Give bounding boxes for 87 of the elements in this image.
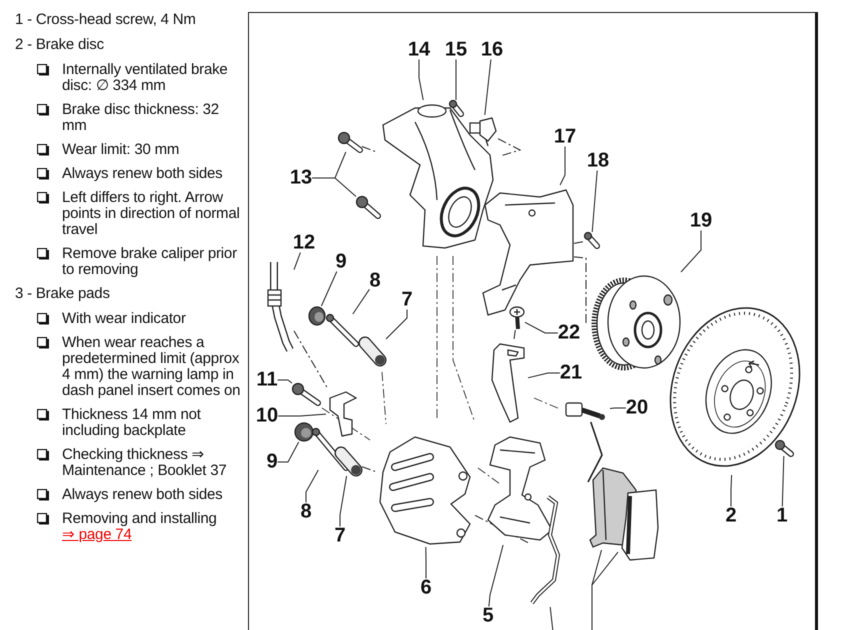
leader-line	[592, 170, 598, 232]
leader-line	[277, 380, 292, 384]
callout-number: 12	[292, 234, 316, 252]
leader-line	[320, 271, 338, 306]
bushing-drawing	[336, 448, 362, 476]
list-item-text: Remove brake caliper prior to removing	[62, 245, 237, 278]
spring-drawing	[528, 495, 560, 607]
center-line	[362, 146, 376, 152]
leader-line	[730, 474, 732, 507]
callout-number: 16	[480, 40, 504, 60]
leader-line	[610, 408, 626, 409]
callout-number: 22	[558, 324, 580, 342]
center-line	[513, 330, 516, 340]
callout-number: 7	[401, 290, 413, 310]
leader-line	[592, 552, 618, 630]
callout-number: 15	[444, 40, 468, 60]
callout-number: 2	[725, 506, 737, 526]
leader-line	[294, 252, 301, 270]
list-item-text: Always renew both sides	[62, 165, 222, 182]
list-item-text: Always renew both sides	[62, 486, 222, 503]
leader-line	[278, 414, 326, 416]
leader-line	[782, 456, 784, 507]
bolt-drawing	[326, 314, 358, 346]
sensor-drawing	[468, 115, 498, 147]
center-line	[574, 256, 588, 325]
callout-number: 8	[300, 502, 312, 522]
leader-line	[550, 606, 554, 630]
callout-number: 18	[586, 152, 610, 170]
callout-number: 10	[256, 406, 278, 426]
section-heading: 1 - Cross-head screw, 4 Nm	[15, 12, 197, 28]
leader-line	[312, 178, 356, 197]
leader-line	[277, 442, 300, 462]
section-heading: 3 - Brake pads	[15, 286, 111, 302]
callout-number: 17	[554, 128, 576, 146]
section-heading: 2 - Brake disc	[15, 37, 105, 53]
center-line	[498, 138, 522, 157]
list-item-text: Thickness 14 mm not including backplate	[62, 406, 201, 439]
bolt-drawing	[449, 100, 463, 116]
screw-drawing	[509, 306, 525, 330]
cap-drawing	[294, 422, 314, 442]
callout-number: 1	[776, 506, 788, 526]
leader-line	[306, 470, 319, 503]
bushing-drawing	[360, 338, 386, 366]
leader-line	[340, 476, 348, 527]
screw-drawing	[775, 440, 793, 456]
bolt-drawing	[338, 132, 362, 152]
callout-number: 9	[266, 452, 278, 472]
leader-line	[418, 59, 424, 100]
leader-line	[528, 372, 560, 378]
center-line	[362, 466, 376, 472]
callout-number: 13	[290, 168, 312, 188]
callout-number: 19	[690, 212, 712, 230]
leader-line	[560, 146, 566, 186]
callout-number: 20	[626, 398, 648, 418]
list-item-text: Checking thickness ⇒ Maintenance ; Booklet 37	[62, 446, 226, 479]
callout-number: 14	[408, 40, 430, 60]
bolt-drawing	[292, 383, 320, 405]
bolt-drawing	[312, 428, 348, 470]
leader-line	[680, 230, 702, 272]
bolt-drawing	[356, 196, 380, 218]
callout-number: 8	[369, 272, 381, 290]
list-item-text: When wear reaches a predetermined limit (approx 4 mm) the warning lamp in dash panel insert comes on	[62, 334, 240, 399]
bolt-drawing	[584, 232, 599, 248]
callout-number: 11	[256, 370, 278, 390]
cap-drawing	[308, 306, 326, 326]
leader-line	[386, 309, 408, 340]
leader-line	[352, 288, 370, 314]
leader-line	[425, 546, 426, 579]
callout-number: 6	[420, 578, 432, 598]
list-item-text: With wear indicator	[62, 310, 186, 327]
list-item-text: Wear limit: 30 mm	[62, 141, 180, 158]
sensor-cable	[587, 422, 603, 483]
callout-number: 21	[560, 364, 582, 382]
brake-hose-drawing	[266, 262, 294, 352]
leader-line	[524, 322, 558, 334]
page-link: ⇒ page 74	[62, 527, 133, 543]
list-item-text: Left differs to right. Arrow points in direction of normal travel	[62, 189, 240, 238]
leader-line	[484, 59, 492, 116]
center-line	[574, 241, 584, 244]
list-item-text: Brake disc thickness: 32 mm	[62, 101, 219, 134]
callout-number: 7	[334, 526, 346, 546]
leader-line	[488, 544, 504, 607]
center-line	[294, 330, 328, 388]
list-item-text: Removing and installing	[62, 510, 217, 527]
callout-number: 9	[335, 252, 347, 272]
list-item-text: Internally ventilated brake disc: ∅ 334 mm	[62, 61, 228, 94]
callout-number: 5	[482, 606, 494, 626]
